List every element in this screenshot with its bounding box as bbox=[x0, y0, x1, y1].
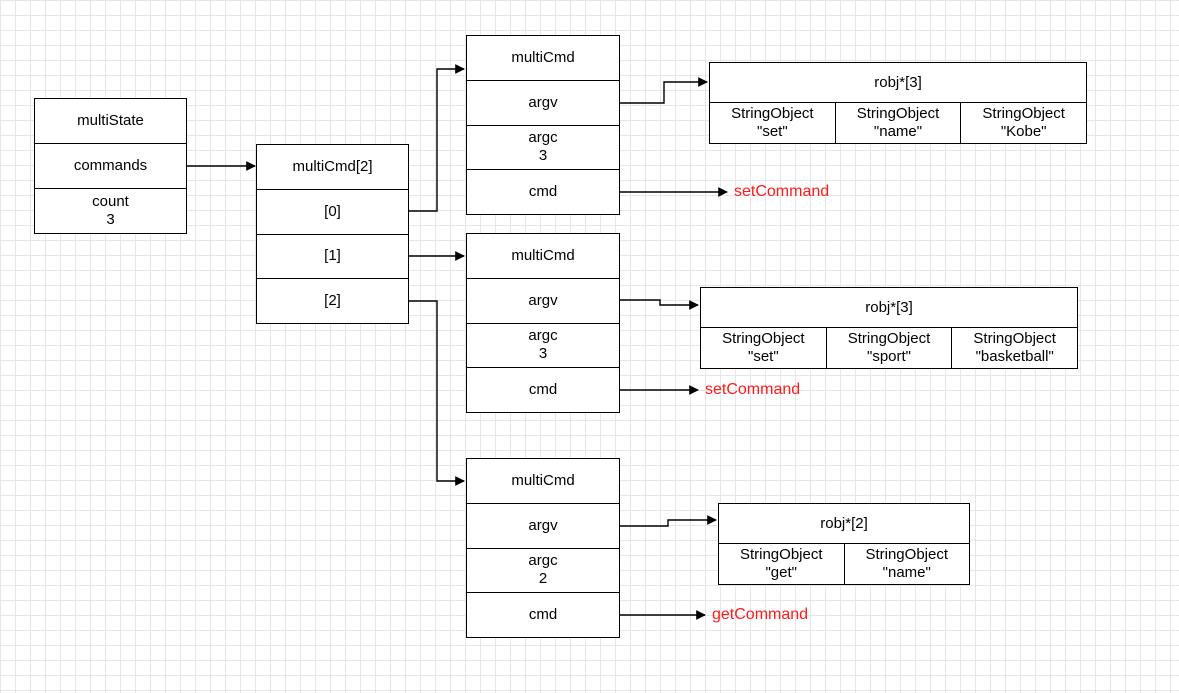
array-item-label: [2] bbox=[324, 292, 341, 310]
edge-cmd1-argv-to-robj bbox=[620, 299, 699, 310]
argc-label: argc bbox=[528, 327, 558, 345]
multistate-title: multiState bbox=[77, 112, 144, 129]
multicmd-title-cell: multiCmd bbox=[467, 36, 619, 80]
array-item-1: [1] bbox=[257, 233, 408, 279]
string-object-cell: StringObject"set" bbox=[701, 328, 826, 368]
argv-field-cell: argv bbox=[467, 502, 619, 548]
robj-title: robj*[3] bbox=[865, 299, 913, 316]
string-object-cell: StringObject"name" bbox=[843, 544, 970, 584]
string-object-type: StringObject bbox=[739, 546, 823, 563]
array-item-label: [1] bbox=[324, 247, 341, 265]
argc-field-cell: argc 3 bbox=[467, 124, 619, 170]
argv-field: argv bbox=[528, 93, 558, 111]
string-object-value: "name" bbox=[873, 123, 923, 140]
string-object-cell: StringObject"Kobe" bbox=[960, 103, 1086, 143]
string-object-cell: StringObject"sport" bbox=[825, 328, 952, 368]
edge-item2-to-cmd2 bbox=[409, 300, 465, 486]
multicmd-box-2: multiCmd argv argc 2 cmd bbox=[466, 458, 620, 638]
string-object-cell: StringObject"get" bbox=[719, 544, 844, 584]
commands-field-cell: commands bbox=[35, 143, 186, 188]
string-object-type: StringObject bbox=[982, 105, 1065, 122]
robj-title: robj*[2] bbox=[820, 515, 868, 532]
argc-value: 3 bbox=[538, 147, 548, 165]
multicmd-array-box: multiCmd[2] [0] [1] [2] bbox=[256, 144, 409, 324]
argv-field: argv bbox=[528, 516, 558, 534]
string-object-type: StringObject bbox=[847, 330, 931, 347]
count-label: count bbox=[92, 193, 129, 210]
array-item-0: [0] bbox=[257, 188, 408, 234]
cmd-field-cell: cmd bbox=[467, 169, 619, 214]
robj-title-cell: robj*[3] bbox=[710, 63, 1086, 103]
string-object-type: StringObject bbox=[865, 546, 949, 563]
multicmd-title: multiCmd bbox=[511, 48, 575, 66]
edge-cmd2-argv-to-robj bbox=[620, 515, 717, 527]
string-object-value: "set" bbox=[757, 123, 788, 140]
multicmd-title: multiCmd bbox=[511, 246, 575, 264]
string-object-cell: StringObject"name" bbox=[834, 103, 961, 143]
edge-item0-to-cmd0 bbox=[409, 64, 465, 212]
string-object-cell: StringObject"set" bbox=[710, 103, 835, 143]
multicmd-box-0: multiCmd argv argc 3 cmd bbox=[466, 35, 620, 215]
argv-field-cell: argv bbox=[467, 277, 619, 323]
string-object-value: "get" bbox=[765, 564, 797, 581]
robj-title: robj*[3] bbox=[874, 74, 922, 91]
multicmd-title-cell: multiCmd bbox=[467, 234, 619, 278]
string-object-cell: StringObject"basketball" bbox=[951, 328, 1077, 368]
string-object-value: "sport" bbox=[867, 348, 911, 365]
multistate-box: multiState commands count 3 bbox=[34, 98, 187, 234]
multicmd-title: multiCmd bbox=[511, 471, 575, 489]
string-object-type: StringObject bbox=[856, 105, 940, 122]
robj-array-0: robj*[3] StringObject"set" StringObject"… bbox=[709, 62, 1087, 144]
array-item-label: [0] bbox=[324, 202, 341, 220]
robj-items-row: StringObject"set" StringObject"sport" St… bbox=[701, 328, 1077, 368]
robj-items-row: StringObject"set" StringObject"name" Str… bbox=[710, 103, 1086, 143]
robj-array-2: robj*[2] StringObject"get" StringObject"… bbox=[718, 503, 970, 585]
multicmd-box-1: multiCmd argv argc 3 cmd bbox=[466, 233, 620, 413]
multicmd-title-cell: multiCmd bbox=[467, 459, 619, 503]
argv-field: argv bbox=[528, 291, 558, 309]
string-object-value: "Kobe" bbox=[1000, 123, 1047, 140]
cmd-field: cmd bbox=[528, 381, 558, 399]
edge-cmd0-argv-to-robj bbox=[620, 77, 708, 104]
count-field-cell: count 3 bbox=[35, 188, 186, 233]
multicmd-array-title-cell: multiCmd[2] bbox=[257, 145, 408, 189]
argc-value: 2 bbox=[538, 570, 548, 588]
argc-field-cell: argc 2 bbox=[467, 547, 619, 593]
command-label-2: getCommand bbox=[712, 606, 809, 623]
robj-title-cell: robj*[2] bbox=[719, 504, 969, 544]
count-value: 3 bbox=[106, 211, 115, 228]
string-object-value: "set" bbox=[748, 348, 779, 365]
robj-items-row: StringObject"get" StringObject"name" bbox=[719, 544, 969, 584]
robj-title-cell: robj*[3] bbox=[701, 288, 1077, 328]
command-label-0: setCommand bbox=[734, 183, 830, 200]
string-object-type: StringObject bbox=[722, 330, 805, 347]
cmd-field: cmd bbox=[528, 606, 558, 624]
string-object-type: StringObject bbox=[731, 105, 814, 122]
cmd-field-cell: cmd bbox=[467, 367, 619, 412]
argc-label: argc bbox=[528, 129, 558, 147]
argc-value: 3 bbox=[538, 345, 548, 363]
string-object-type: StringObject bbox=[973, 330, 1056, 347]
string-object-value: "name" bbox=[882, 564, 931, 581]
cmd-field: cmd bbox=[528, 183, 558, 201]
command-label-1: setCommand bbox=[705, 381, 801, 398]
array-item-2: [2] bbox=[257, 278, 408, 323]
multistate-title-cell: multiState bbox=[35, 99, 186, 143]
commands-field: commands bbox=[73, 157, 148, 174]
string-object-value: "basketball" bbox=[975, 348, 1054, 365]
argc-field-cell: argc 3 bbox=[467, 322, 619, 368]
argc-label: argc bbox=[528, 552, 558, 570]
multicmd-array-title: multiCmd[2] bbox=[292, 157, 373, 175]
cmd-field-cell: cmd bbox=[467, 592, 619, 637]
argv-field-cell: argv bbox=[467, 79, 619, 125]
robj-array-1: robj*[3] StringObject"set" StringObject"… bbox=[700, 287, 1078, 369]
